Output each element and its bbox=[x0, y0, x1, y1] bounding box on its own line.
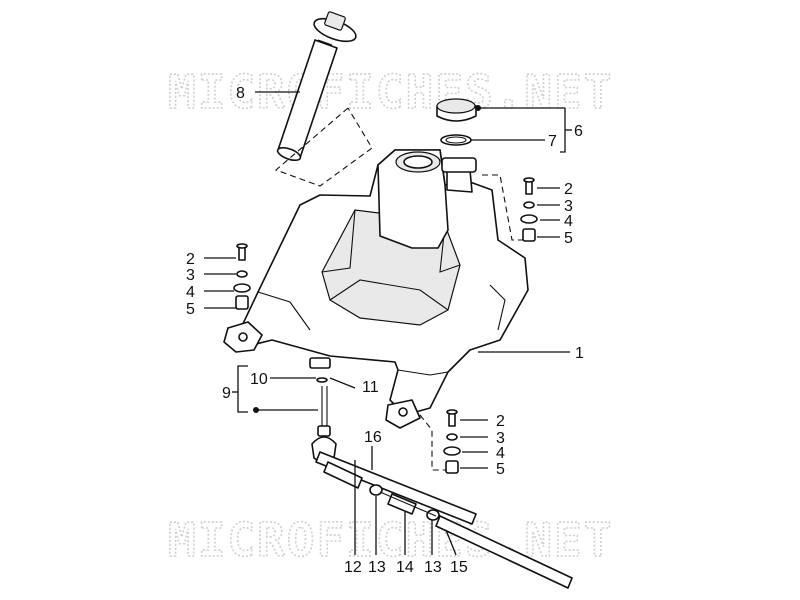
fuel-line bbox=[435, 515, 573, 589]
bracket-6 bbox=[560, 108, 566, 153]
callout-14: 14 bbox=[396, 559, 414, 576]
callout-4-upper: 4 bbox=[564, 213, 573, 230]
callout-3-left: 3 bbox=[186, 267, 195, 284]
callout-9: 9 bbox=[222, 385, 231, 402]
mount-hardware-lower-right bbox=[443, 409, 461, 474]
callout-5-lower: 5 bbox=[496, 461, 505, 478]
fuel-level-sender bbox=[276, 11, 357, 162]
callout-10: 10 bbox=[250, 371, 268, 388]
callout-3-lower: 3 bbox=[496, 430, 505, 447]
callout-16: 16 bbox=[364, 429, 382, 446]
callout-2-left: 2 bbox=[186, 251, 195, 268]
watermark-top: MICROFICHES.NET bbox=[168, 65, 613, 119]
hose-clamp-1 bbox=[369, 484, 383, 496]
callout-12: 12 bbox=[344, 559, 362, 576]
callout-4-lower: 4 bbox=[496, 445, 505, 462]
callout-11: 11 bbox=[362, 379, 379, 396]
watermark-bottom: MICROFICHES.NET bbox=[168, 513, 613, 567]
callout-6: 6 bbox=[574, 123, 583, 140]
callout-15: 15 bbox=[450, 559, 468, 576]
callout-2-upper: 2 bbox=[564, 181, 573, 198]
fuel-cap bbox=[436, 98, 477, 122]
callout-13-right: 13 bbox=[424, 559, 442, 576]
callout-3-upper: 3 bbox=[564, 198, 573, 215]
mount-hardware-upper-right bbox=[520, 177, 538, 242]
bracket-9 bbox=[237, 365, 248, 413]
fuel-hose bbox=[323, 461, 363, 489]
fuel-tank bbox=[223, 149, 529, 429]
guide-upper-right bbox=[482, 174, 523, 241]
vacuum-hose bbox=[315, 451, 477, 525]
callout-2-lower: 2 bbox=[496, 413, 505, 430]
callout-1: 1 bbox=[575, 345, 584, 362]
mount-hardware-left bbox=[233, 243, 251, 310]
callout-8: 8 bbox=[236, 85, 245, 102]
guide-lower-right bbox=[419, 414, 446, 471]
callout-7: 7 bbox=[548, 133, 557, 150]
callout-5-upper: 5 bbox=[564, 230, 573, 247]
sender-position-guide bbox=[274, 107, 373, 187]
callout-5-left: 5 bbox=[186, 301, 195, 318]
callout-13-left: 13 bbox=[368, 559, 386, 576]
callout-4-left: 4 bbox=[186, 284, 195, 301]
